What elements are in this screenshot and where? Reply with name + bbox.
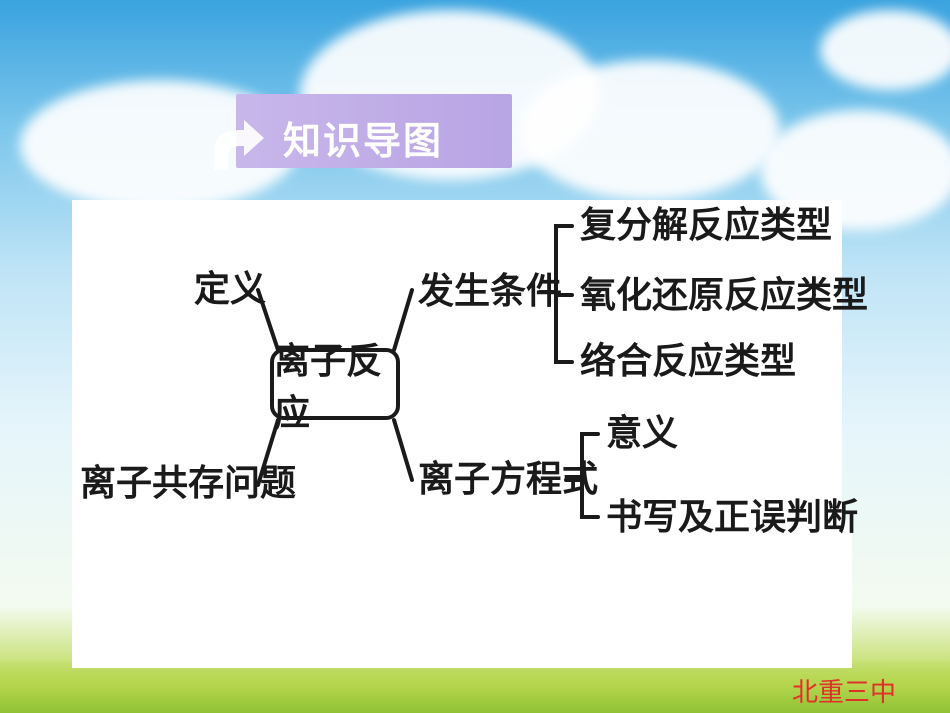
title-banner [236, 94, 512, 168]
node-double-decomposition: 复分解反应类型 [580, 205, 833, 246]
cloud [520, 60, 780, 200]
node-ionic-equation: 离子方程式 [418, 459, 599, 500]
curved-arrow-icon [214, 120, 264, 170]
line-equation [392, 418, 414, 482]
node-definition: 定义 [194, 269, 267, 310]
grass-strip [0, 661, 950, 713]
node-ion-coexistence: 离子共存问题 [80, 463, 297, 504]
center-label: 离子反应 [274, 341, 383, 434]
node-conditions: 发生条件 [418, 271, 563, 312]
node-complexation: 络合反应类型 [580, 341, 797, 382]
diagram-panel-lower [72, 520, 852, 668]
line-conditions [392, 288, 414, 352]
node-redox: 氧化还原反应类型 [580, 275, 869, 316]
cloud [820, 10, 950, 90]
center-node: 离子反应 [270, 341, 400, 434]
line-definition [256, 288, 280, 352]
banner-title: 知识导图 [283, 119, 444, 163]
footer-school-name: 北重三中 [792, 678, 897, 708]
node-writing-judgement: 书写及正误判断 [606, 497, 859, 538]
node-meaning: 意义 [606, 413, 679, 454]
line-coexistence [256, 418, 280, 487]
